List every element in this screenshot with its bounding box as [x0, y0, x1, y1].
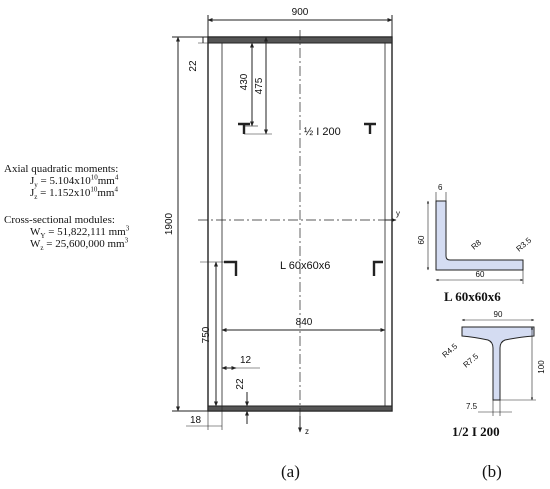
jz-unit: mm [97, 187, 115, 199]
jy-unit-exponent: 4 [114, 173, 119, 182]
section-properties: Axial quadratic moments: Jy = 5.104x1010… [4, 163, 174, 253]
dim-22-top-label: 22 [188, 60, 199, 72]
frame-inner-outline [221, 42, 386, 407]
jz-value: = 1.152x10 [37, 187, 91, 199]
wz-value: = 25,600,000 mm [43, 238, 125, 250]
tee-detail-title: 1/2 I 200 [452, 424, 500, 439]
jz-symbol: J [30, 187, 35, 199]
dim-750-label: 750 [201, 326, 212, 343]
axis-z-label: z [305, 427, 309, 436]
dim-430-label: 430 [239, 73, 250, 90]
dim-12-label: 12 [240, 355, 252, 366]
jz-subscript: z [34, 193, 38, 202]
wz-subscript: z [40, 244, 44, 253]
tee-r4-5: R4.5 [441, 341, 460, 359]
jy-symbol: J [30, 175, 35, 187]
jz-exponent: 10 [90, 185, 98, 194]
tee-dim-7-5: 7.5 [466, 402, 478, 411]
caption-a: (a) [281, 462, 300, 481]
angle-dim-6: 6 [438, 183, 443, 192]
dim-1900-label: 1900 [164, 212, 175, 235]
jy-line: Jy = 5.104x1010mm4 [4, 173, 174, 190]
cross-sectional-modules-heading: Cross-sectional modules: [4, 214, 115, 226]
caption-b: (b) [482, 462, 502, 481]
angle-left [224, 260, 238, 276]
wz-symbol: W [30, 238, 41, 250]
angle-detail: 6 60 R8 R3.5 60 [417, 183, 534, 284]
tee-dim-100: 100 [537, 360, 546, 374]
dim-475-label: 475 [254, 77, 265, 94]
angle-detail-title: L 60x60x6 [444, 289, 501, 304]
wz-exponent: 3 [124, 236, 129, 245]
tee-r7-5: R7.5 [462, 351, 481, 369]
tee-detail: 90 R4.5 R7.5 100 7.5 [441, 310, 546, 416]
jy-value: = 5.104x10 [37, 175, 91, 187]
wy-symbol: W [30, 226, 41, 238]
tee-dim-90: 90 [494, 310, 503, 319]
jz-line: Jz = 1.152x1010mm4 [4, 185, 174, 202]
tee-left [238, 122, 250, 134]
dim-900-label: 900 [292, 7, 309, 18]
wy-value: = 51,822,111 mm [45, 226, 126, 238]
jz-unit-exponent: 4 [114, 185, 118, 194]
tee-right [364, 122, 376, 134]
jy-subscript: y [34, 181, 38, 190]
dim-22-bottom-label: 22 [235, 378, 246, 390]
axis-y-label: y [396, 209, 400, 218]
angle-dim-60-h: 60 [476, 270, 485, 279]
half-i200-label: ½ I 200 [304, 126, 341, 138]
jy-exponent: 10 [90, 173, 98, 182]
angle-shape [435, 200, 524, 271]
angle-dim-60-v: 60 [417, 235, 426, 244]
dim-18-label: 18 [190, 415, 202, 426]
angle-r3-5: R3.5 [515, 235, 534, 253]
dim-840-label: 840 [296, 317, 313, 328]
wz-line: Wz = 25,600,000 mm3 [4, 236, 174, 253]
angle-r8: R8 [470, 238, 484, 252]
wy-exponent: 3 [125, 224, 130, 233]
l-section-label: L 60x60x6 [280, 260, 330, 272]
wy-subscript: Y [40, 232, 46, 241]
wy-line: WY = 51,822,111 mm3 [4, 224, 174, 241]
quadratic-moments-heading: Axial quadratic moments: [4, 163, 119, 175]
jy-unit: mm [97, 175, 115, 187]
angle-right [372, 260, 383, 276]
